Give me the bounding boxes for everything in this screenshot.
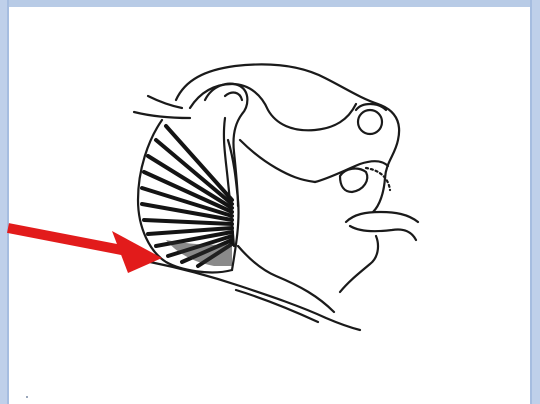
stem-line-lower — [134, 112, 190, 118]
inner-ear-curve — [225, 93, 242, 100]
corner-dot — [26, 396, 28, 398]
neck-inner — [236, 290, 318, 322]
tongue — [350, 226, 416, 240]
inner-cavity-contour — [190, 84, 356, 130]
upper-lip — [346, 212, 418, 222]
lower-jaw — [340, 236, 378, 292]
central-column-right — [240, 140, 315, 182]
red-arrow — [8, 228, 162, 273]
nasal-bone — [340, 169, 367, 192]
skull-outline — [176, 64, 399, 212]
eye-circle — [358, 110, 382, 134]
